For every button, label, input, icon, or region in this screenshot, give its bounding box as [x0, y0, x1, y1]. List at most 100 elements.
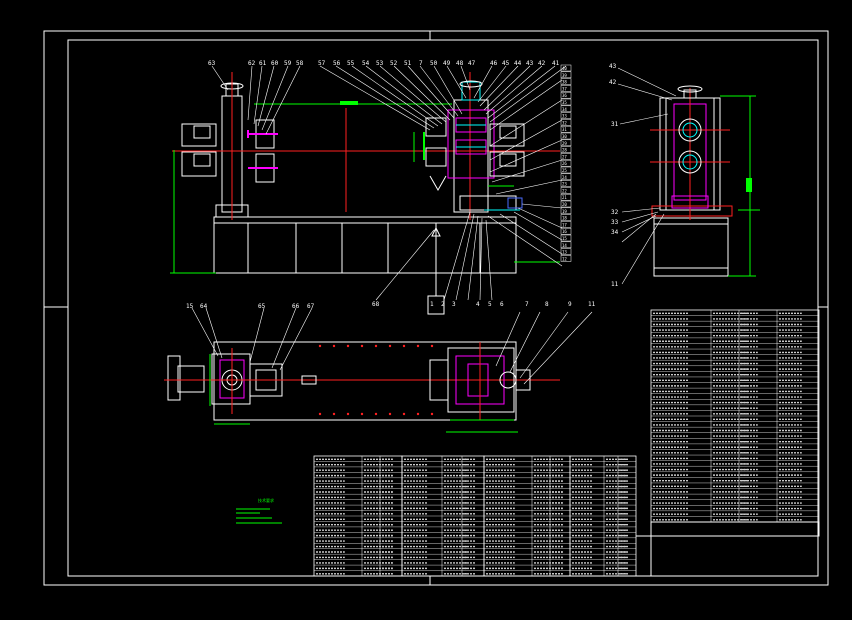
rivet-mark: [388, 412, 392, 416]
callout-20: 20: [562, 202, 567, 207]
callout-41: 41: [552, 60, 560, 67]
callout-12: 12: [562, 256, 567, 261]
parts-list-right: [636, 309, 820, 576]
side-view-callouts: 43 42 31 32 33 34 11: [609, 63, 619, 288]
callout-55: 55: [347, 60, 355, 67]
plan-view-rivets: [318, 344, 434, 416]
callout-box: [560, 85, 572, 92]
callout-32b: 32: [611, 209, 619, 216]
callout-63: 63: [208, 60, 216, 67]
rivet-mark: [346, 412, 350, 416]
callout-37: 37: [562, 86, 567, 91]
side-view: [650, 85, 760, 277]
callout-21: 21: [562, 195, 567, 200]
callout-box: [560, 159, 572, 167]
callout-box: [560, 255, 572, 262]
callout-59: 59: [284, 60, 292, 67]
callout-33b: 33: [611, 219, 619, 226]
callout-64: 64: [200, 303, 208, 310]
callout-11b: 11: [611, 281, 619, 288]
callout-box: [560, 71, 572, 79]
callout-box: [560, 248, 572, 255]
callout-22: 22: [562, 188, 567, 193]
callout-box: [560, 221, 572, 228]
rivet-mark: [416, 412, 420, 416]
rivet-mark: [430, 412, 434, 416]
rivet-mark: [332, 412, 336, 416]
callout-68: 68: [372, 301, 380, 308]
callout-67: 67: [307, 303, 315, 310]
callout-box: [560, 125, 572, 133]
callout-25: 25: [562, 168, 567, 173]
side-view-leaders: [617, 67, 677, 285]
callout-box: [560, 180, 572, 187]
notes-title: 技术要求: [258, 497, 274, 503]
callout-26: 26: [562, 161, 567, 166]
plan-view: [164, 341, 560, 433]
callout-18: 18: [562, 216, 567, 221]
callout-6: 6: [500, 301, 504, 308]
callout-45: 45: [502, 60, 510, 67]
callout-9: 9: [568, 301, 572, 308]
callout-box: [560, 193, 572, 201]
callout-13: 13: [562, 250, 567, 255]
rivet-mark: [374, 344, 378, 348]
callout-54: 54: [362, 60, 370, 67]
callout-43: 43: [526, 60, 534, 67]
front-view: [170, 72, 560, 315]
callout-58: 58: [296, 60, 304, 67]
callout-53: 53: [376, 60, 384, 67]
callout-30: 30: [562, 134, 567, 139]
rivet-mark: [388, 344, 392, 348]
callout-42b: 42: [609, 79, 617, 86]
rivet-mark: [332, 344, 336, 348]
callout-box: [560, 132, 572, 140]
callout-box: [560, 112, 572, 119]
callout-66: 66: [292, 303, 300, 310]
callout-5: 5: [488, 301, 492, 308]
plan-view-callouts: 15 64 65 66 67: [186, 303, 315, 310]
callout-7: 7: [525, 301, 529, 308]
callout-box: [560, 166, 572, 174]
front-view-top-callouts: 63 62 61 60 59 58 57 56 55 54 53 52 51 7…: [208, 60, 560, 67]
callout-box: [560, 146, 572, 153]
callout-61: 61: [259, 60, 267, 67]
rivet-mark: [402, 412, 406, 416]
callout-40: 40: [562, 66, 567, 71]
callout-32: 32: [562, 120, 567, 125]
callout-2: 2: [441, 301, 445, 308]
callout-box: [560, 234, 572, 242]
callout-33: 33: [562, 114, 567, 119]
callout-31: 31: [562, 127, 567, 132]
callout-29: 29: [562, 141, 567, 146]
callout-35: 35: [562, 100, 567, 105]
callout-box: [560, 91, 572, 99]
callout-box: [560, 187, 572, 194]
rivet-mark: [318, 412, 322, 416]
callout-15: 15: [562, 236, 567, 241]
callout-65: 65: [258, 303, 266, 310]
callout-36: 36: [562, 93, 567, 98]
callout-box: [560, 105, 572, 113]
callout-box: [560, 214, 572, 221]
rivet-mark: [360, 412, 364, 416]
callout-42: 42: [538, 60, 546, 67]
callout-34: 34: [562, 107, 567, 112]
parts-list-bottom: [313, 455, 637, 577]
front-view-right-callouts: 4039383736353433323130292827262524232221…: [560, 64, 572, 262]
plan-view-leaders: [191, 307, 593, 385]
callout-46: 46: [490, 60, 498, 67]
callout-7a: 7: [419, 60, 423, 67]
front-view-bottom-callouts: 68 1 2 3 4 5 6 7 8 9 11: [372, 301, 596, 308]
rivet-mark: [346, 344, 350, 348]
callout-24: 24: [562, 175, 567, 180]
callout-39: 39: [562, 73, 567, 78]
rivet-mark: [402, 344, 406, 348]
rivet-mark: [360, 344, 364, 348]
callout-8: 8: [545, 301, 549, 308]
callout-31b: 31: [611, 121, 619, 128]
callout-44: 44: [514, 60, 522, 67]
callout-14: 14: [562, 243, 567, 248]
sheet-border: [43, 30, 829, 586]
